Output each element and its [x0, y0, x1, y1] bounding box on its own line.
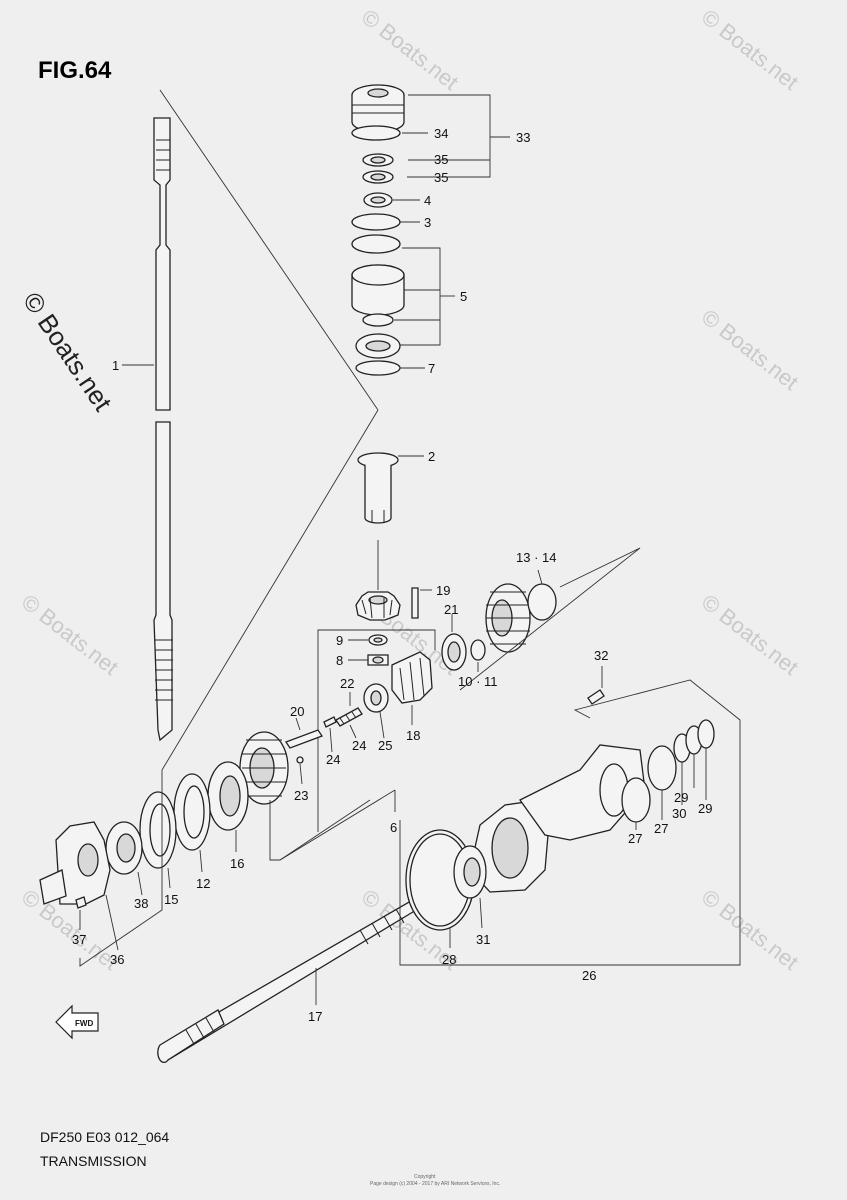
guide-line [161, 409, 379, 771]
callout-31: 31 [476, 932, 490, 947]
bracket [407, 94, 491, 178]
callout-16: 16 [230, 856, 244, 871]
bracket [400, 247, 441, 346]
callout-25: 25 [378, 738, 392, 753]
callout-18: 18 [406, 728, 420, 743]
taper-bearing [351, 234, 401, 254]
drive-shaft [153, 117, 173, 742]
shim [355, 360, 401, 376]
shaft-sleeve [357, 452, 399, 524]
figure-title: FIG.64 [38, 57, 112, 84]
callout-17: 17 [308, 1009, 322, 1024]
callout-6: 6 [390, 820, 397, 835]
watermark-tile: © Boats.net [697, 4, 803, 95]
shift-spring [335, 707, 363, 727]
side-watermark: © Boats.net [17, 287, 118, 417]
callout-10-11: 10 · 11 [458, 674, 498, 689]
callout-33: 33 [516, 130, 530, 145]
ball [296, 756, 304, 764]
section-name: TRANSMISSION [40, 1153, 147, 1169]
callout-26: 26 [582, 968, 596, 983]
callouts: 1 2 3 4 5 6 7 8 9 10 · 11 12 13 · 14 15 … [72, 126, 712, 1024]
callout-29b: 29 [698, 801, 712, 816]
callout-24b: 24 [352, 738, 366, 753]
callout-13-14: 13 · 14 [516, 550, 556, 565]
thrust-washer [470, 639, 486, 661]
oil-seal [697, 719, 715, 749]
fwd-label: FWD [75, 1019, 93, 1028]
watermark-tile: © Boats.net [697, 304, 803, 395]
watermark-tile: © Boats.net [17, 589, 123, 680]
shim [351, 213, 401, 231]
callout-27a: 27 [628, 831, 642, 846]
o-ring [351, 125, 401, 141]
callout-1: 1 [112, 358, 119, 373]
callout-37: 37 [72, 932, 86, 947]
callout-34: 34 [434, 126, 448, 141]
callout-35a: 35 [434, 152, 448, 167]
forward-gear [485, 583, 531, 653]
callout-19: 19 [436, 583, 450, 598]
bearing-cone [362, 313, 394, 327]
bracket [399, 679, 741, 966]
callout-2: 2 [428, 449, 435, 464]
callout-21: 21 [444, 602, 458, 617]
copyright-line-1: Copyright [414, 1174, 436, 1180]
needle-bearing [647, 745, 677, 791]
callout-5: 5 [460, 289, 467, 304]
propeller-shaft [157, 889, 437, 1063]
guide-line [269, 789, 396, 861]
needle-bearing [621, 777, 651, 823]
reverse-bearing-housing [39, 821, 111, 905]
callout-29a: 29 [674, 790, 688, 805]
callout-23: 23 [294, 788, 308, 803]
callout-20: 20 [290, 704, 304, 719]
guide-line [559, 547, 641, 588]
callout-27b: 27 [654, 821, 668, 836]
shift-slider [285, 729, 323, 749]
callout-32: 32 [594, 648, 608, 663]
callout-9: 9 [336, 633, 343, 648]
pin [411, 587, 419, 619]
callout-22: 22 [340, 676, 354, 691]
callout-35b: 35 [434, 170, 448, 185]
callout-12: 12 [196, 876, 210, 891]
callout-8: 8 [336, 653, 343, 668]
guide-line [159, 89, 379, 411]
reverse-gear [239, 731, 289, 805]
bracket [79, 770, 163, 967]
callout-28: 28 [442, 952, 456, 967]
callout-3: 3 [424, 215, 431, 230]
pin [75, 896, 87, 909]
callout-38: 38 [134, 896, 148, 911]
watermark-tile: © Boats.net [357, 4, 463, 95]
watermark-tile: © Boats.net [697, 589, 803, 680]
watermark-tile: © Boats.net [697, 884, 803, 975]
copyright-line-2: Page design (c) 2004 - 2017 by ARI Netwo… [370, 1181, 500, 1187]
shim-ring [527, 583, 557, 621]
fwd-arrow-icon: FWD [55, 1004, 99, 1040]
bearing-housing [351, 84, 405, 133]
callout-36: 36 [110, 952, 124, 967]
callout-24a: 24 [326, 752, 340, 767]
callout-4: 4 [424, 193, 431, 208]
gearcase-housing [469, 744, 646, 893]
clutch-dog [391, 651, 433, 704]
callout-15: 15 [164, 892, 178, 907]
cross-pin [323, 716, 337, 728]
model-code: DF250 E03 012_064 [40, 1129, 169, 1145]
bolt [587, 689, 605, 705]
callout-30: 30 [672, 806, 686, 821]
pinion-gear [355, 591, 401, 621]
callout-7: 7 [428, 361, 435, 376]
guide-line [459, 547, 641, 691]
